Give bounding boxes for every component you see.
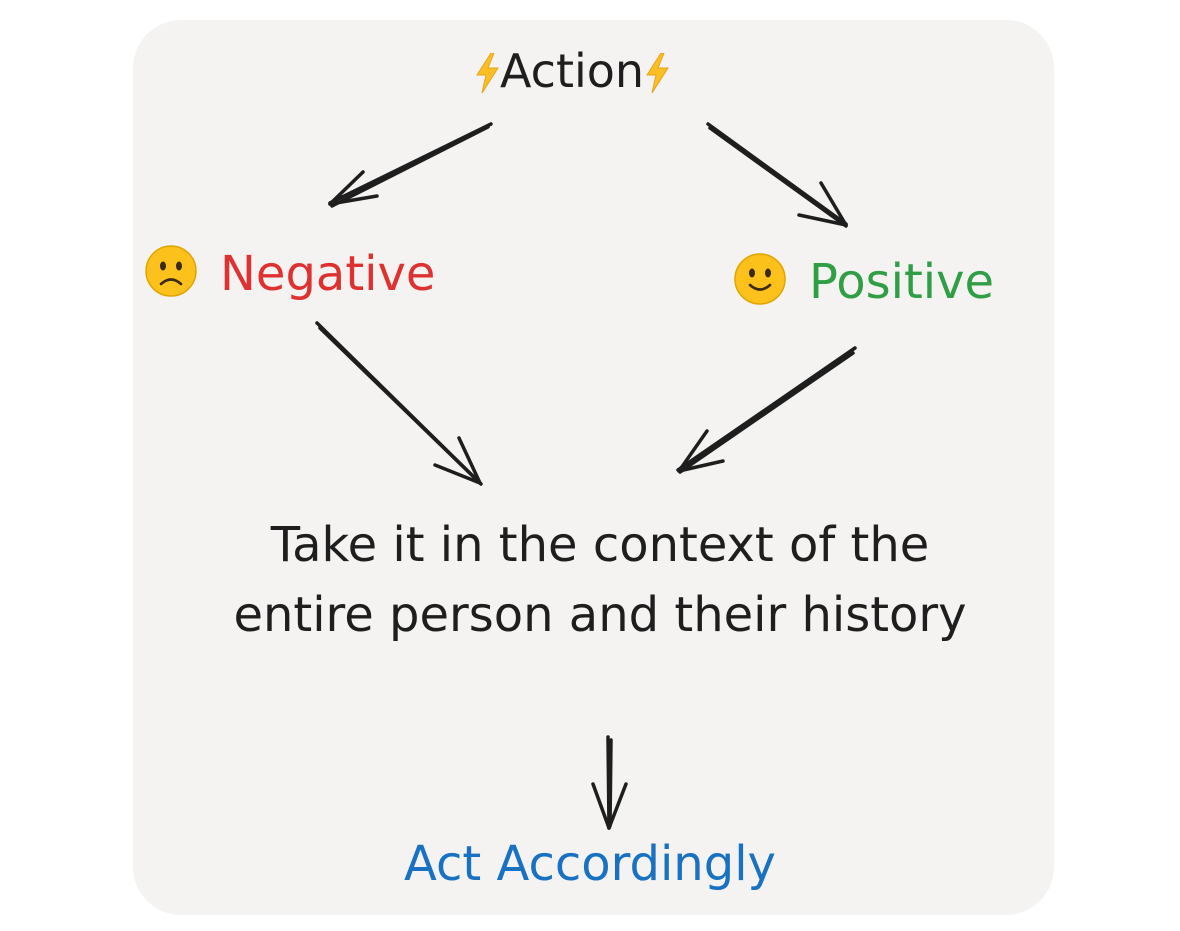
arrow-context-to-act	[591, 735, 628, 830]
node-action-label: Action	[500, 44, 645, 98]
lightning-bolt-icon	[476, 53, 499, 93]
smiling-face-icon	[734, 253, 786, 305]
arrow-action-to-negative	[328, 122, 493, 208]
node-action: Action	[474, 44, 670, 99]
node-positive: Positive	[733, 252, 994, 312]
diagram-background-card	[133, 20, 1054, 915]
node-negative: Negative	[144, 244, 435, 304]
node-act-accordingly: Act Accordingly	[404, 836, 776, 892]
node-context: Take it in the context of the entire per…	[233, 517, 967, 643]
lightning-bolt-icon	[646, 53, 669, 93]
arrow-negative-to-context	[315, 321, 483, 486]
frowning-face-icon	[145, 245, 197, 297]
arrow-action-to-positive	[706, 122, 848, 228]
arrow-positive-to-context	[676, 346, 857, 474]
node-negative-label: Negative	[220, 246, 436, 302]
node-positive-label: Positive	[809, 254, 995, 310]
